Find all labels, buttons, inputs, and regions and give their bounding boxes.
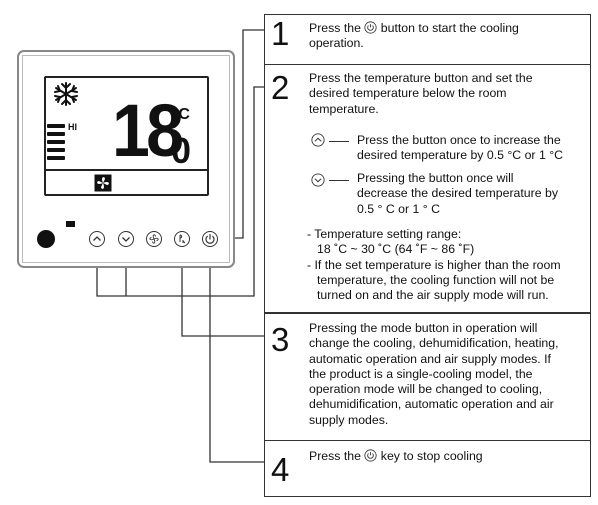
dash-line <box>329 180 349 181</box>
up-arrow-icon <box>93 236 101 241</box>
step-4-post: key to stop cooling <box>380 449 483 463</box>
text-line: dehumidification, automatic operation an… <box>309 397 554 412</box>
fan-level-label: HI <box>68 122 77 132</box>
step-2-intro: Press the temperature button and set the… <box>309 71 533 117</box>
indicator-led <box>66 221 75 227</box>
temperature-unit: °C <box>172 106 190 123</box>
temp-down-button[interactable] <box>118 231 134 247</box>
fan-icon <box>94 174 112 192</box>
text-line: 0.5 ° C or 1 ° C <box>357 201 440 216</box>
lcd-divider <box>44 169 209 171</box>
up-arrow-icon <box>311 133 325 147</box>
text-line: Pressing the mode button in operation wi… <box>309 321 538 335</box>
step-3-text: Pressing the mode button in operation wi… <box>309 321 559 428</box>
mode-fan-icon <box>149 234 159 244</box>
text-line: - Temperature setting range: <box>307 227 462 241</box>
step-1-box: 1 Press the button to start the cooling … <box>264 14 591 65</box>
power-icon <box>364 449 377 462</box>
text-line: Press the button once to increase the <box>357 133 561 147</box>
step-2-range: - Temperature setting range: 18 ˚C ~ 30 … <box>307 227 561 303</box>
step-1-text: Press the button to start the cooling op… <box>309 21 519 52</box>
mode-button[interactable] <box>174 231 190 247</box>
step-number: 3 <box>271 321 290 358</box>
step-4-box: 4 Press the key to stop cooling <box>264 440 591 497</box>
down-arrow-icon <box>122 237 130 242</box>
fan-level-bars-icon <box>47 124 65 160</box>
lcd-display <box>44 76 209 196</box>
text-line: automatic operation and air supply modes… <box>309 351 551 366</box>
step-1-line2: operation. <box>309 36 364 51</box>
text-line: supply modes. <box>309 412 389 427</box>
thermostat-face <box>22 55 230 263</box>
text-line: turned on and the air supply mode will r… <box>317 288 549 303</box>
snowflake-icon <box>54 82 78 106</box>
step-3-box: 3 Pressing the mode button in operation … <box>264 313 591 441</box>
power-icon <box>364 21 377 34</box>
step-number: 4 <box>271 451 290 488</box>
temp-up-button[interactable] <box>89 231 105 247</box>
text-line: Press the temperature button and set the <box>309 71 533 85</box>
step-4-text: Press the key to stop cooling <box>309 449 483 464</box>
step-1-post: button to start the cooling <box>380 21 519 35</box>
dash-line <box>329 141 349 142</box>
step-number: 1 <box>271 15 290 52</box>
temperature-decimal: 0 <box>171 130 192 171</box>
step-1-pre: Press the <box>309 21 361 35</box>
step-2-down-text: Pressing the button once will decrease t… <box>357 171 558 217</box>
step-2-up-text: Press the button once to increase the de… <box>357 133 563 164</box>
text-line: desired temperature below the room <box>309 86 507 101</box>
text-line: temperature. <box>309 101 379 116</box>
step-2-box: 2 Press the temperature button and set t… <box>264 64 591 313</box>
text-line: Pressing the button once will <box>357 171 514 185</box>
step-4-pre: Press the <box>309 449 361 463</box>
text-line: 18 ˚C ~ 30 ˚C (64 ˚F ~ 86 ˚F) <box>317 242 475 257</box>
sensor-dot <box>37 230 55 248</box>
text-line: desired temperature by 0.5 °C or 1 °C <box>357 148 563 163</box>
text-line: temperature, the cooling function will n… <box>317 272 555 287</box>
step-number: 2 <box>271 69 290 106</box>
power-icon <box>205 233 215 244</box>
mode-icon <box>179 234 186 244</box>
down-arrow-icon <box>311 173 325 187</box>
text-line: the product is a single-cooling model, t… <box>309 366 533 381</box>
temperature-value: 18 <box>112 89 184 172</box>
text-line: change the cooling, dehumidification, he… <box>309 336 559 351</box>
text-line: operation mode will be changed to coolin… <box>309 382 543 397</box>
text-line: - If the set temperature is higher than … <box>307 257 561 272</box>
text-line: decrease the desired temperature by <box>357 186 558 201</box>
